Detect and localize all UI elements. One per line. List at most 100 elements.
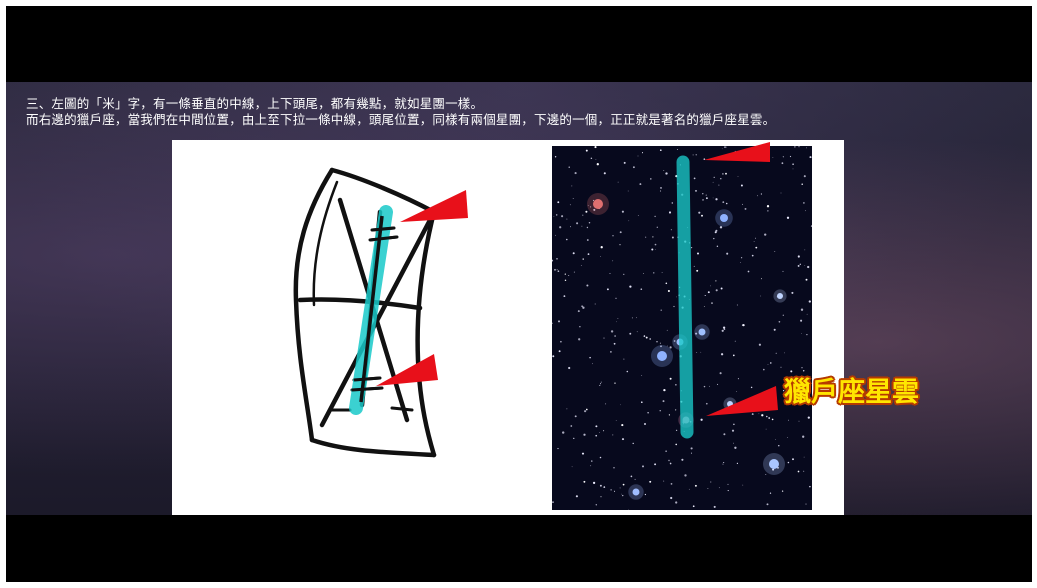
star bbox=[571, 466, 573, 468]
star bbox=[571, 185, 573, 187]
star bbox=[720, 177, 722, 180]
star bbox=[678, 294, 680, 296]
star bbox=[736, 304, 738, 306]
star bbox=[574, 415, 577, 418]
star bbox=[734, 446, 737, 449]
star bbox=[705, 197, 708, 200]
star bbox=[566, 408, 568, 410]
star bbox=[693, 265, 695, 267]
star bbox=[760, 278, 762, 280]
star bbox=[695, 190, 697, 192]
star bbox=[568, 366, 571, 370]
star bbox=[675, 296, 677, 298]
star bbox=[586, 226, 589, 229]
star bbox=[805, 503, 807, 505]
star bbox=[687, 227, 688, 228]
star bbox=[671, 236, 674, 239]
star bbox=[747, 270, 750, 273]
star bbox=[643, 335, 646, 337]
star bbox=[615, 420, 617, 421]
star bbox=[663, 170, 665, 171]
star bbox=[690, 246, 693, 249]
star bbox=[649, 338, 652, 340]
star bbox=[622, 494, 624, 497]
star bbox=[803, 470, 805, 472]
star bbox=[675, 501, 678, 504]
star bbox=[683, 431, 685, 432]
star bbox=[573, 437, 575, 440]
bright-star bbox=[632, 488, 640, 496]
star bbox=[805, 278, 808, 281]
star bbox=[566, 238, 568, 241]
star bbox=[801, 183, 803, 185]
star bbox=[760, 295, 762, 297]
bright-star bbox=[727, 401, 733, 407]
star bbox=[673, 305, 675, 308]
star bbox=[681, 458, 684, 461]
star bbox=[731, 429, 735, 432]
star bbox=[700, 418, 703, 421]
star bbox=[675, 174, 678, 178]
star bbox=[623, 273, 625, 275]
star bbox=[613, 342, 616, 345]
star bbox=[809, 485, 811, 488]
star bbox=[679, 355, 682, 358]
star bbox=[787, 461, 790, 464]
star bbox=[792, 163, 794, 166]
star bbox=[757, 150, 760, 153]
star bbox=[710, 285, 711, 287]
star bbox=[552, 501, 554, 503]
star bbox=[736, 462, 739, 465]
star bbox=[587, 253, 590, 255]
star bbox=[668, 211, 672, 214]
star bbox=[702, 193, 704, 195]
star bbox=[665, 450, 667, 452]
star bbox=[680, 390, 682, 392]
star bbox=[693, 177, 696, 180]
star bbox=[719, 372, 722, 375]
star bbox=[771, 418, 774, 421]
star bbox=[630, 475, 633, 478]
star bbox=[690, 447, 693, 450]
star bbox=[614, 335, 616, 337]
star bbox=[775, 439, 776, 440]
star bbox=[574, 172, 577, 175]
star bbox=[634, 478, 636, 480]
star bbox=[637, 155, 639, 157]
star bbox=[732, 354, 735, 357]
star bbox=[677, 236, 679, 238]
star bbox=[614, 382, 616, 384]
star bbox=[620, 493, 622, 495]
star bbox=[570, 425, 573, 427]
image-panel: 獵戶座星雲 bbox=[172, 140, 919, 515]
star bbox=[660, 187, 662, 189]
star bbox=[603, 486, 606, 488]
star bbox=[585, 149, 588, 152]
star bbox=[599, 456, 602, 459]
star bbox=[703, 158, 706, 160]
star bbox=[626, 370, 629, 373]
star bbox=[599, 432, 601, 433]
star bbox=[576, 222, 579, 225]
star bbox=[667, 289, 670, 293]
star bbox=[803, 175, 806, 178]
star bbox=[792, 168, 794, 170]
star bbox=[705, 402, 708, 405]
star bbox=[621, 424, 624, 427]
bright-star bbox=[676, 338, 684, 346]
star bbox=[659, 410, 661, 412]
star bbox=[742, 203, 743, 205]
star bbox=[695, 154, 697, 156]
star bbox=[700, 351, 702, 353]
star bbox=[798, 146, 800, 148]
star bbox=[761, 414, 764, 417]
star bbox=[722, 326, 726, 329]
star bbox=[807, 382, 810, 384]
star bbox=[592, 363, 593, 365]
star bbox=[803, 456, 805, 458]
star bbox=[792, 458, 794, 461]
star bbox=[688, 242, 691, 244]
star bbox=[650, 178, 652, 180]
star bbox=[705, 194, 707, 196]
star bbox=[588, 221, 591, 224]
